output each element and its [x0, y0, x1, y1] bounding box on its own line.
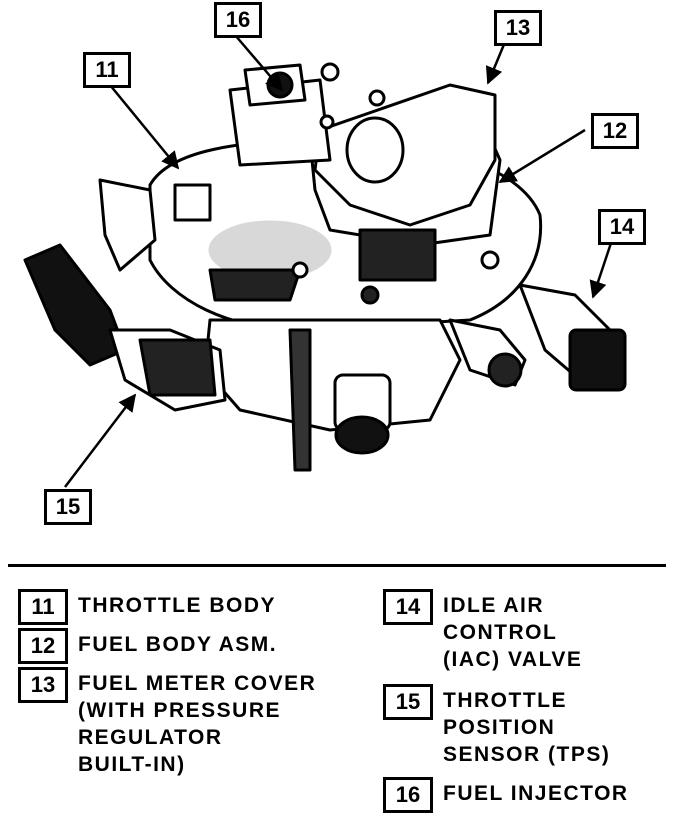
legend-label: FUEL METER COVER (WITH PRESSURE REGULATO…: [78, 672, 317, 776]
tps-connector: [23, 243, 127, 367]
callout-11: 11: [83, 52, 131, 88]
leader-13: [485, 41, 507, 85]
legend-item-14: 14 IDLE AIR CONTROL (IAC) VALVE: [383, 589, 663, 679]
legend-label: FUEL BODY ASM.: [78, 633, 278, 656]
legend-item-12: 12 FUEL BODY ASM.: [18, 628, 348, 664]
callout-15: 15: [44, 489, 92, 525]
legend-item-16: 16 FUEL INJECTOR: [383, 777, 673, 813]
legend-item-11: 11 THROTTLE BODY: [18, 589, 348, 625]
legend-divider: [8, 564, 666, 567]
legend-item-13: 13 FUEL METER COVER (WITH PRESSURE REGUL…: [18, 667, 358, 782]
fuel-meter-cover: [313, 83, 497, 227]
legend-number: 12: [18, 628, 68, 664]
lower-body: [203, 318, 462, 432]
leader-14: [589, 239, 614, 299]
leader-15: [64, 393, 137, 488]
legend-number: 16: [383, 777, 433, 813]
legend-number: 13: [18, 667, 68, 703]
throttle-lever: [288, 328, 312, 472]
callout-12: 12: [591, 113, 639, 149]
legend-label: THROTTLE POSITION SENSOR (TPS): [443, 689, 611, 766]
mounting-bracket: [98, 178, 157, 272]
throttle-body-illustration: [23, 34, 627, 488]
leader-16: [234, 34, 284, 92]
callout-13: 13: [494, 10, 542, 46]
callout-14: 14: [598, 209, 646, 245]
legend-label: FUEL INJECTOR: [443, 782, 629, 805]
iac-valve-connector: [568, 328, 627, 392]
leader-12: [498, 128, 586, 184]
legend-label: THROTTLE BODY: [78, 594, 276, 617]
callout-16: 16: [214, 2, 262, 38]
legend-number: 14: [383, 589, 433, 625]
leader-11: [109, 84, 180, 170]
legend-number: 11: [18, 589, 68, 625]
pressure-regulator-dome: [345, 116, 405, 184]
legend-number: 15: [383, 684, 433, 720]
legend-item-15: 15 THROTTLE POSITION SENSOR (TPS): [383, 684, 663, 774]
legend-label: IDLE AIR CONTROL (IAC) VALVE: [443, 594, 583, 671]
